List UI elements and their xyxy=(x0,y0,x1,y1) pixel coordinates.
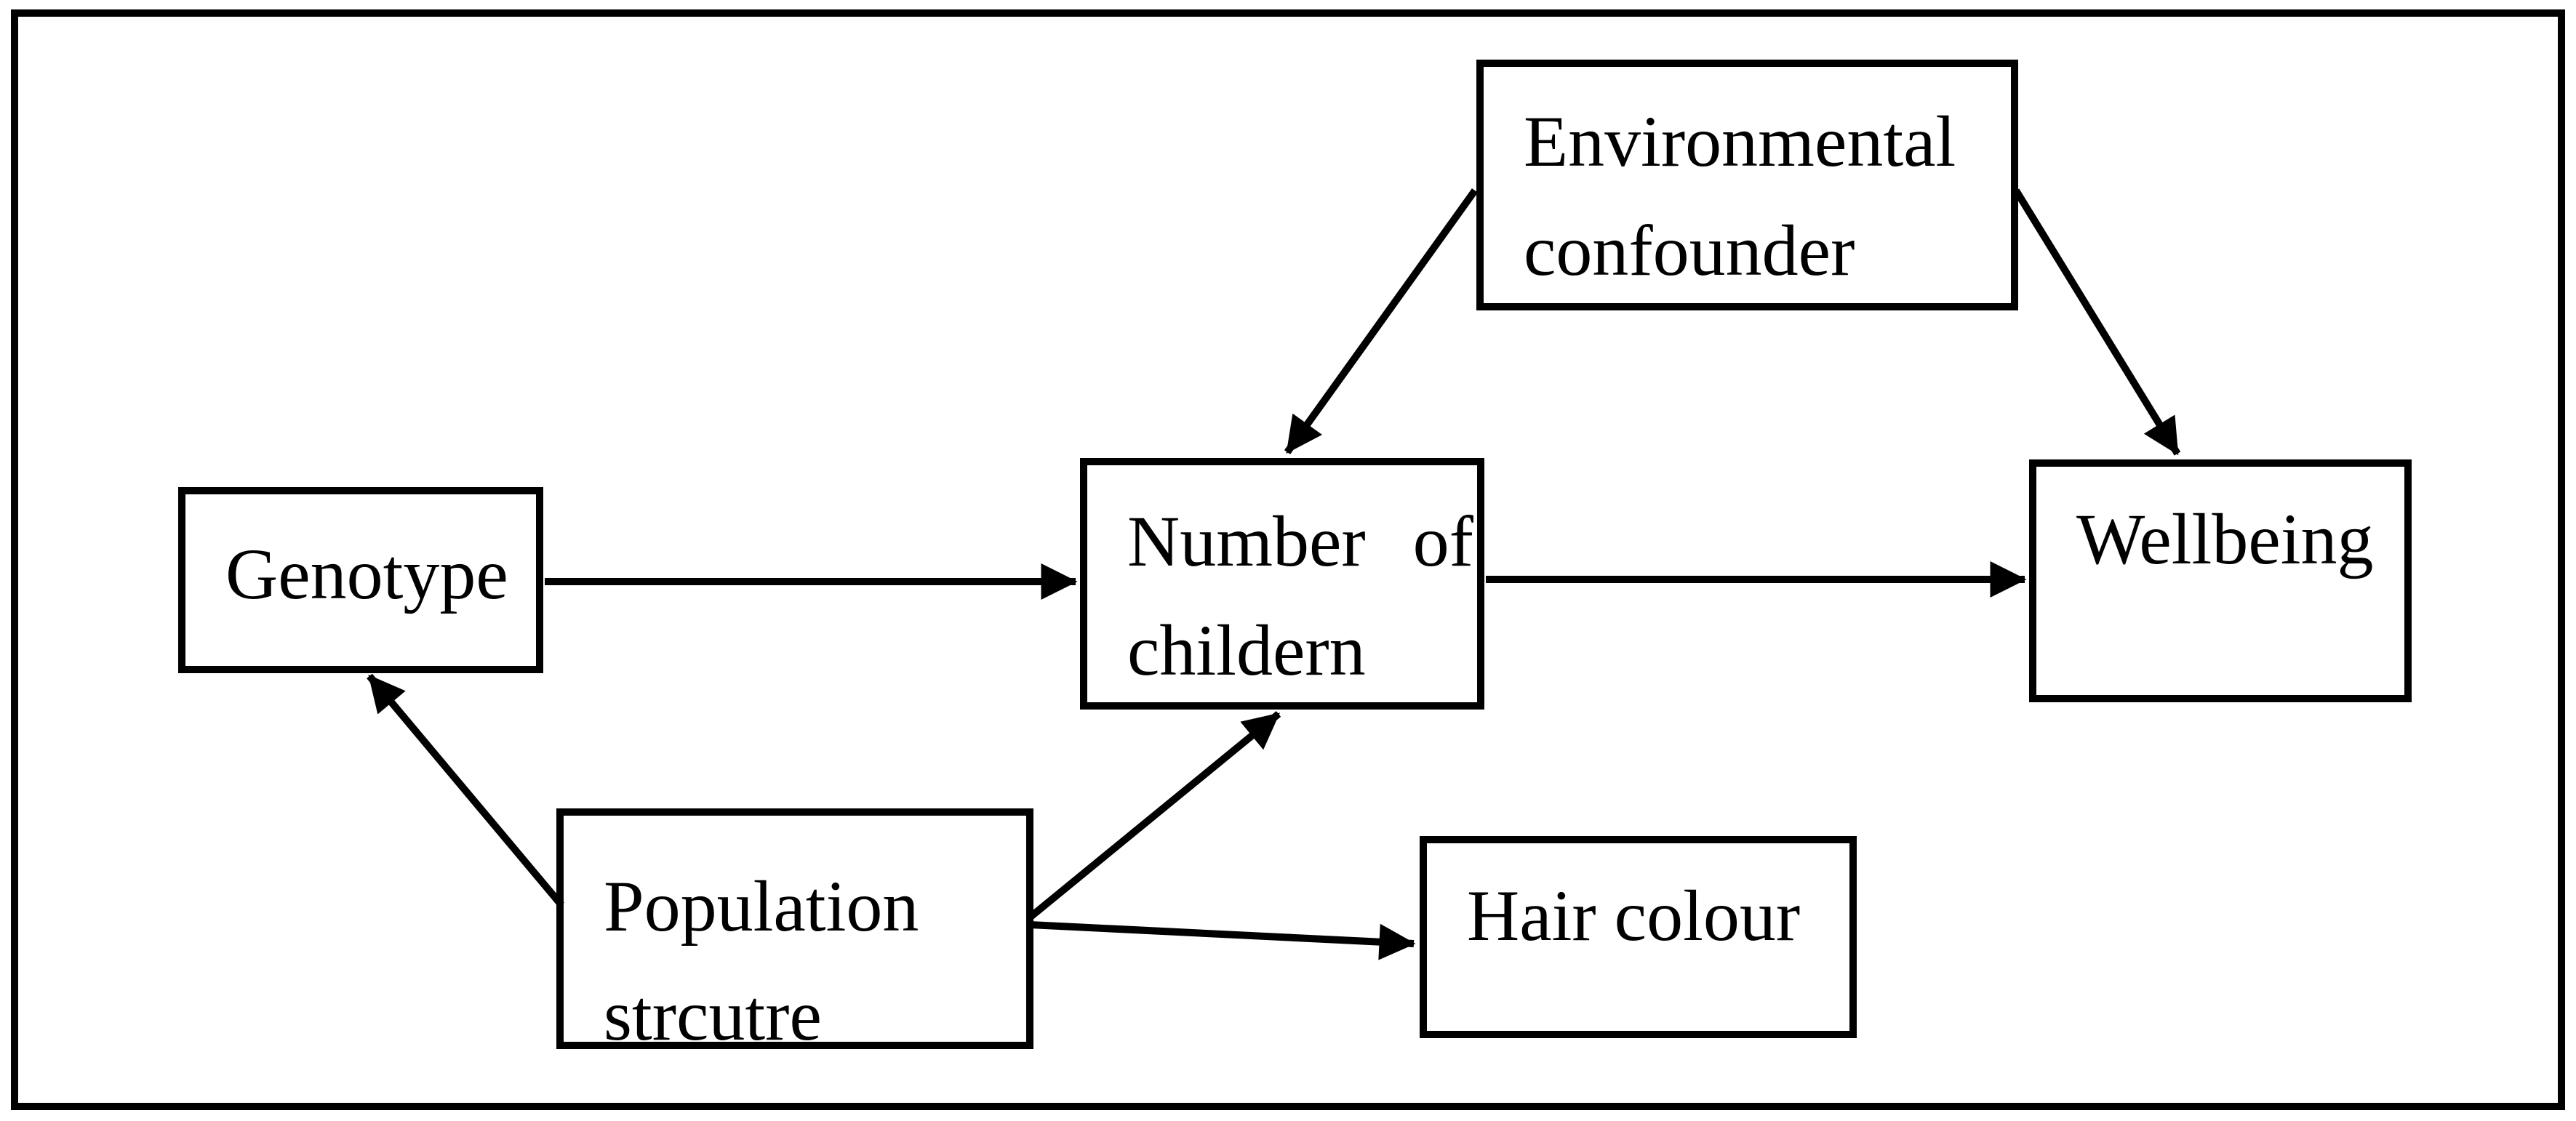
node-environmental-confounder: Environmental confounder xyxy=(1476,60,2018,310)
node-label-line: confounder xyxy=(1524,210,1855,291)
node-wellbeing: Wellbeing xyxy=(2029,459,2412,702)
node-label-line: Genotype xyxy=(225,534,508,614)
node-label-line: strcutre xyxy=(604,975,822,1056)
node-label-line: Wellbeing xyxy=(2076,499,2374,579)
node-label-line: childern xyxy=(1127,610,1366,691)
node-population-structure: Population strcutre xyxy=(556,808,1033,1056)
node-label-line: Hair colour xyxy=(1467,875,1801,956)
node-genotype: Genotype xyxy=(178,487,543,673)
node-label-line: Number of xyxy=(1127,501,1473,582)
node-label-line: Environmental xyxy=(1524,101,1956,182)
figure-frame xyxy=(11,9,2565,1110)
node-label-line: Population xyxy=(604,866,919,947)
node-number-of-children: Number of childern xyxy=(1080,458,1484,710)
node-hair-colour: Hair colour xyxy=(1420,836,1857,1038)
